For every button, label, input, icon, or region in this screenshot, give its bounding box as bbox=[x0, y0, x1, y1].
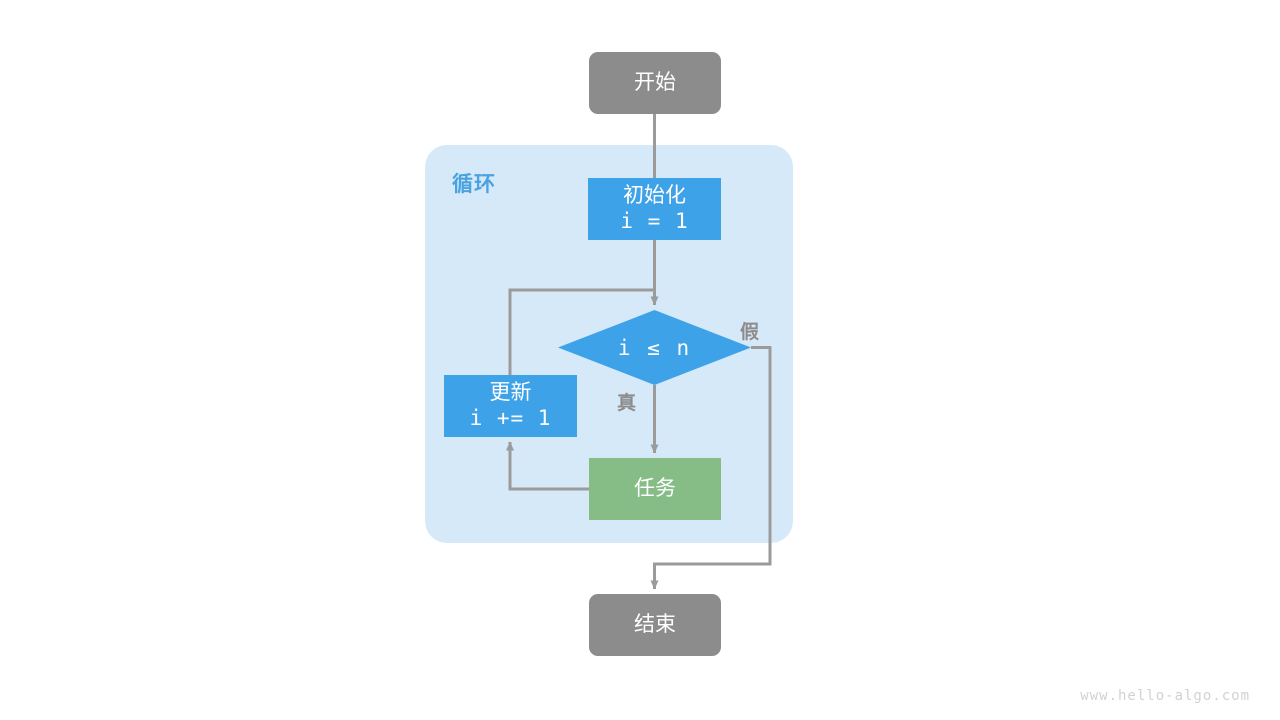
node-initialize-expression: i = 1 bbox=[620, 209, 689, 233]
node-initialize-label: 初始化 bbox=[623, 184, 686, 208]
edge-label-true: 真 bbox=[617, 393, 637, 414]
edge-task-to-update bbox=[506, 441, 589, 491]
node-update[interactable]: 更新 i += 1 bbox=[444, 375, 577, 437]
node-update-expression: i += 1 bbox=[469, 406, 552, 430]
node-start-label: 开始 bbox=[634, 70, 676, 94]
node-task[interactable]: 任务 bbox=[589, 458, 721, 520]
node-task-label: 任务 bbox=[634, 476, 676, 500]
node-decision[interactable]: i ≤ n bbox=[558, 310, 751, 385]
edge-update-to-decision bbox=[508, 288, 655, 375]
node-end[interactable]: 结束 bbox=[589, 594, 721, 656]
node-decision-label: i ≤ n bbox=[617, 335, 692, 360]
loop-container-label: 循环 bbox=[452, 173, 496, 196]
edge-decision-to-end bbox=[650, 346, 772, 590]
watermark: www.hello-algo.com bbox=[1080, 688, 1250, 704]
node-start[interactable]: 开始 bbox=[589, 52, 721, 114]
node-end-label: 结束 bbox=[634, 612, 676, 636]
edge-label-false: 假 bbox=[740, 322, 760, 343]
node-update-label: 更新 bbox=[489, 381, 532, 405]
node-initialize[interactable]: 初始化 i = 1 bbox=[588, 178, 721, 240]
